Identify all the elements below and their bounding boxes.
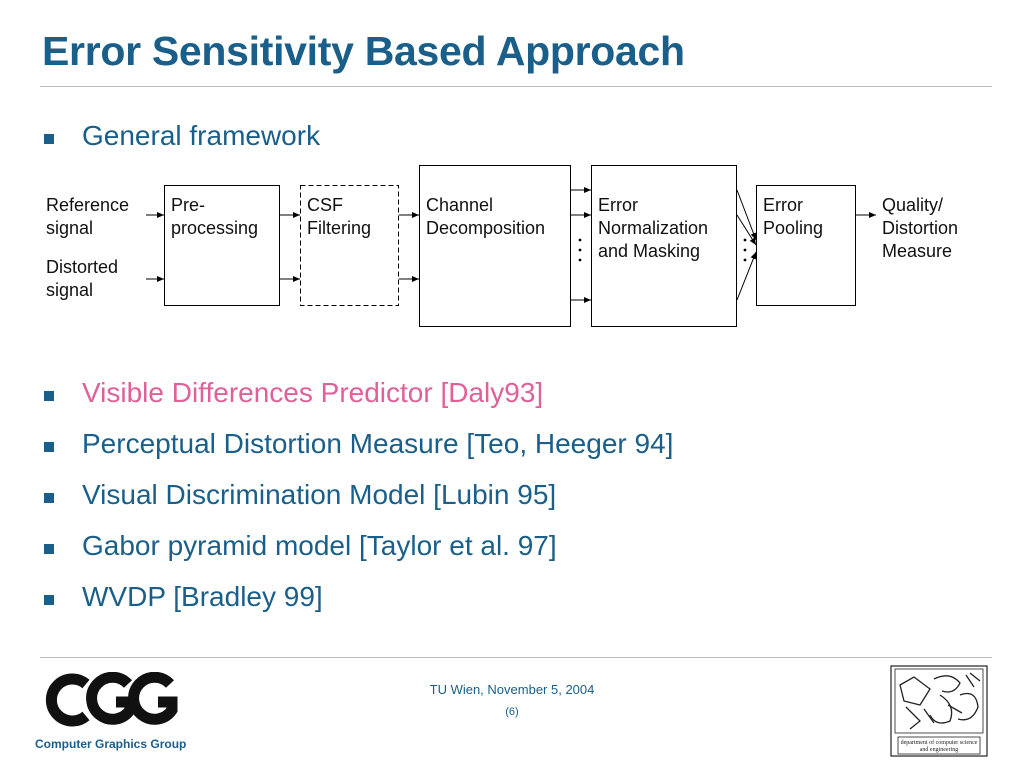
bullet-marker	[44, 595, 54, 605]
label-error-pooling: Error Pooling	[763, 195, 824, 238]
ellipsis-dots-norm	[743, 238, 747, 262]
label-channel-decomposition: Channel Decomposition	[426, 195, 546, 238]
label-distorted-signal: Distorted signal	[46, 257, 119, 300]
svg-text:and engineering: and engineering	[920, 747, 958, 753]
footer-date: TU Wien, November 5, 2004	[429, 682, 595, 697]
bullet-wvdp: WVDP [Bradley 99]	[82, 581, 323, 612]
block-preprocessing	[164, 185, 280, 306]
block-error-pooling	[756, 185, 856, 306]
footer-rule	[40, 657, 992, 658]
slide-title: Error Sensitivity Based Approach	[42, 28, 685, 74]
bullet-vdm: Visual Discrimination Model [Lubin 95]	[82, 479, 557, 510]
arrow-norm-pool-2	[736, 214, 757, 246]
label-preprocessing: Pre- processing	[171, 195, 259, 238]
bullet-general-framework: General framework	[82, 120, 321, 151]
block-error-normalization	[591, 165, 737, 327]
cgg-caption: Computer Graphics Group	[35, 737, 187, 751]
footer-page-number: (6)	[505, 706, 519, 718]
bullet-pdm: Perceptual Distortion Measure [Teo, Heeg…	[82, 428, 674, 459]
bullet-marker	[44, 493, 54, 503]
title-rule	[40, 86, 992, 87]
label-reference-signal: Reference signal	[46, 195, 130, 238]
label-quality-measure: Quality/ Distortion Measure	[882, 195, 959, 261]
block-channel-decomposition	[419, 165, 571, 327]
bullet-gabor: Gabor pyramid model [Taylor et al. 97]	[82, 530, 557, 561]
bullet-marker	[44, 134, 54, 144]
label-error-normalization: Error Normalization and Masking	[598, 195, 709, 261]
bullet-marker	[44, 442, 54, 452]
bullet-marker	[44, 544, 54, 554]
svg-text:department of computer science: department of computer science	[901, 739, 978, 746]
bullet-vdp: Visible Differences Predictor [Daly93]	[82, 377, 544, 408]
label-csf-filtering: CSF Filtering	[307, 195, 372, 238]
cgg-logo	[45, 672, 178, 727]
block-csf-filtering	[300, 185, 399, 306]
bullet-marker	[44, 391, 54, 401]
department-logo: department of computer science and engin…	[890, 665, 988, 757]
ellipsis-dots-channel	[578, 238, 582, 262]
arrow-norm-pool-3	[736, 251, 757, 301]
arrow-norm-pool-1	[736, 189, 757, 241]
